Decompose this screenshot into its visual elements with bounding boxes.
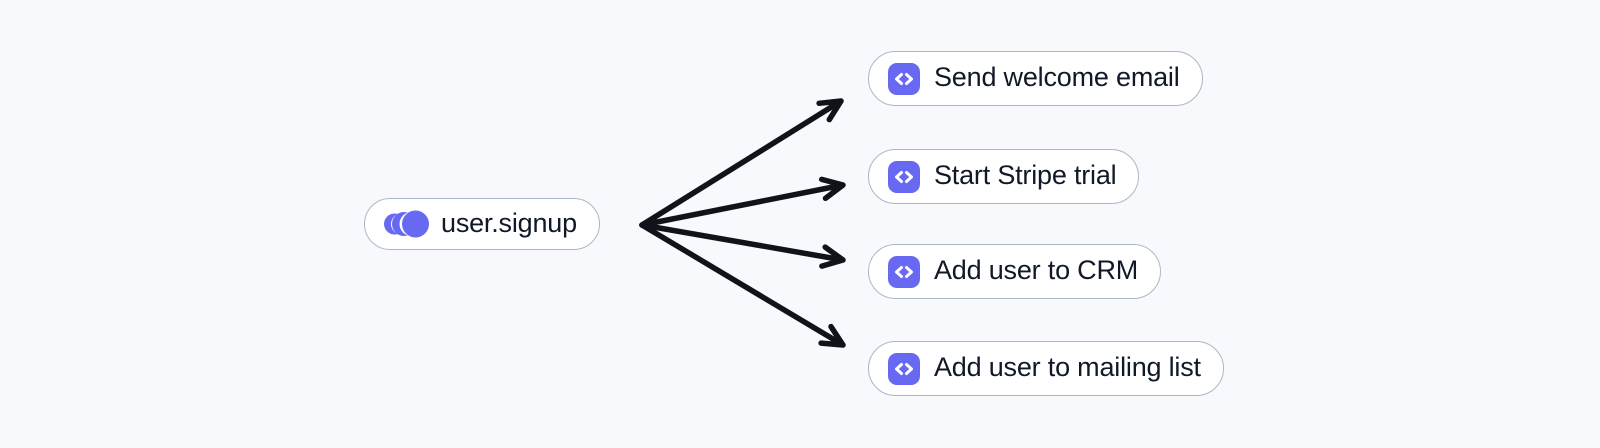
action-node-send-welcome-email: Send welcome email — [868, 51, 1203, 106]
action-node-label: Add user to CRM — [934, 255, 1139, 285]
action-node-start-stripe-trial: Start Stripe trial — [868, 149, 1140, 204]
code-icon — [888, 160, 920, 193]
code-icon — [888, 352, 920, 385]
code-icon — [888, 62, 920, 95]
event-pulse-icon — [384, 207, 430, 241]
action-node-label: Start Stripe trial — [934, 160, 1117, 190]
action-node-label: Send welcome email — [934, 62, 1180, 92]
event-node-user-signup: user.signup — [364, 198, 600, 250]
event-node-label: user.signup — [441, 207, 577, 238]
edge-arrow — [639, 176, 846, 228]
edge-arrow — [639, 222, 846, 348]
action-node-label: Add user to mailing list — [934, 352, 1201, 382]
action-node-add-user-to-mailing-list: Add user to mailing list — [868, 341, 1224, 396]
code-icon — [888, 255, 920, 288]
edge-arrow — [639, 98, 844, 228]
action-node-add-user-to-crm: Add user to CRM — [868, 244, 1162, 299]
edge-arrow — [639, 222, 846, 269]
